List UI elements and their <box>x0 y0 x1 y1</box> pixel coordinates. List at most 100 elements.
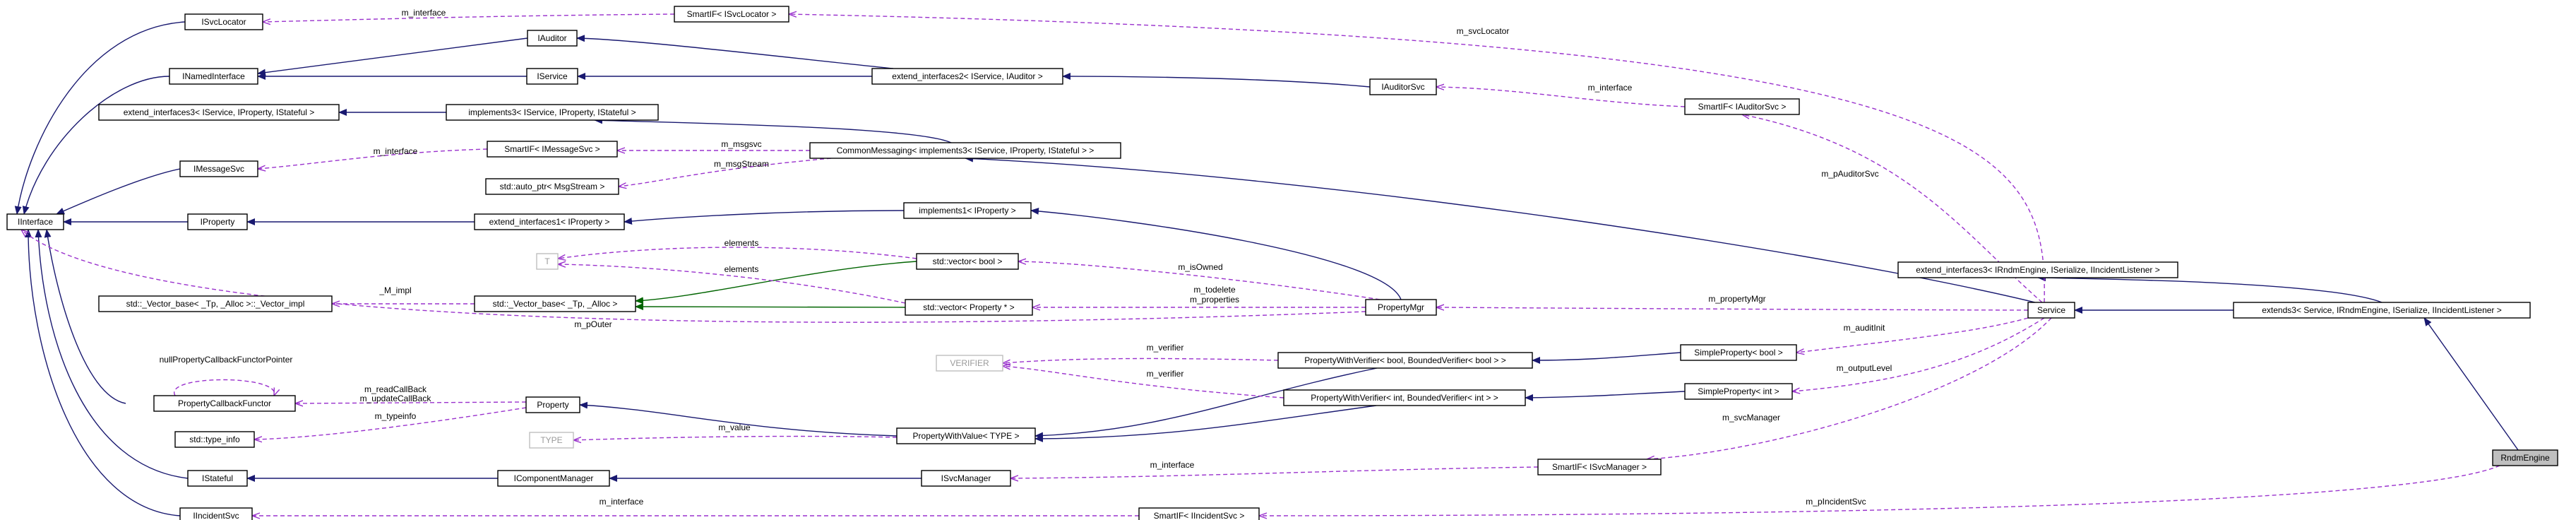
class-node-SmartIF_IMessageSvc[interactable]: SmartIF< IMessageSvc > <box>487 141 618 158</box>
edge-PropertyWithValue-to-TYPE <box>573 435 898 440</box>
class-node-ISvcLocator[interactable]: ISvcLocator <box>184 13 263 30</box>
class-node-extend_interfaces3_rndm[interactable]: extend_interfaces3< IRndmEngine, ISerial… <box>1897 261 2178 278</box>
class-node-IService[interactable]: IService <box>526 68 578 85</box>
edge-PWV_bool-to-PropertyWithValue <box>1034 367 1378 439</box>
class-node-box <box>1684 383 1793 400</box>
class-node-box <box>1897 261 2178 278</box>
class-node-IStateful[interactable]: IStateful <box>187 470 248 487</box>
class-node-label: extend_interfaces3< IService, IProperty,… <box>124 107 315 117</box>
class-node-box <box>474 295 636 312</box>
class-node-SmartIF_ISvcLocator[interactable]: SmartIF< ISvcLocator > <box>674 6 789 23</box>
class-node-Property[interactable]: Property <box>525 396 580 413</box>
class-node-PWV_int[interactable]: PropertyWithVerifier< int, BoundedVerifi… <box>1283 389 1526 406</box>
edge-SmartIF_IAuditorSvc-to-IAuditorSvc <box>1436 87 1686 107</box>
edge-label-l_msgsvc: m_msgsvc <box>721 139 761 149</box>
edge-RndmEngine-to-extends3 <box>2423 317 2519 451</box>
class-node-SimpleProperty_bool[interactable]: SimpleProperty< bool > <box>1680 344 1797 361</box>
class-node-IProperty[interactable]: IProperty <box>187 213 248 230</box>
edge-layer <box>14 13 2519 516</box>
edge-label-l_elements2: elements <box>724 264 759 274</box>
class-node-label: SimpleProperty< int > <box>1698 386 1779 396</box>
class-node-extend_interfaces3[interactable]: extend_interfaces3< IService, IProperty,… <box>98 104 340 121</box>
edge-ISvcLocator-to-IInterface <box>14 21 186 215</box>
edge-IIncidentSvc-to-IInterface <box>25 229 181 516</box>
class-node-IAuditorSvc[interactable]: IAuditorSvc <box>1369 78 1437 95</box>
class-node-TYPE[interactable]: TYPE <box>529 432 574 449</box>
class-node-PropertyMgr[interactable]: PropertyMgr <box>1365 299 1437 316</box>
class-node-CommonMessaging[interactable]: CommonMessaging< implements3< IService, … <box>809 142 1121 159</box>
edge-label-l_svcLocator: m_svcLocator <box>1457 26 1510 36</box>
class-node-box <box>936 355 1003 372</box>
class-node-label: IProperty <box>201 217 235 227</box>
edge-IAuditorSvc-to-extend_interfaces2 <box>1062 73 1371 88</box>
edge-PropertyCallbackFunctor-to-PropertyCallbackFunctor <box>174 379 275 396</box>
class-node-label: IAuditor <box>537 33 566 43</box>
edge-label-l_interface_svcmgr: m_interface <box>1150 460 1195 470</box>
class-node-box <box>921 470 1011 487</box>
edge-SmartIF_ISvcLocator-to-ISvcLocator <box>263 13 675 22</box>
class-node-IMessageSvc[interactable]: IMessageSvc <box>179 160 258 177</box>
class-node-PropertyWithValue[interactable]: PropertyWithValue< TYPE > <box>896 427 1036 444</box>
class-node-IAuditor[interactable]: IAuditor <box>527 30 578 47</box>
class-node-box <box>497 470 610 487</box>
class-node-PropertyCallbackFunctor[interactable]: PropertyCallbackFunctor <box>153 395 296 412</box>
edge-label-l_pAuditorSvc: m_pAuditorSvc <box>1821 169 1878 179</box>
class-node-vector_base[interactable]: std::_Vector_base< _Tp, _Alloc > <box>474 295 636 312</box>
class-node-auto_ptr[interactable]: std::auto_ptr< MsgStream > <box>485 178 619 195</box>
class-node-label: CommonMessaging< implements3< IService, … <box>837 146 1095 155</box>
class-node-box <box>809 142 1121 159</box>
class-node-extend_interfaces1[interactable]: extend_interfaces1< IProperty > <box>474 213 625 230</box>
class-node-vector_prop[interactable]: std::vector< Property * > <box>905 299 1033 316</box>
edge-PWV_int-to-PropertyWithValue <box>1034 405 1377 442</box>
class-node-vector_impl[interactable]: std::_Vector_base< _Tp, _Alloc >::_Vecto… <box>98 295 333 312</box>
edge-label-l_todelete: m_todelete <box>1193 285 1236 295</box>
class-node-IIncidentSvc[interactable]: IIncidentSvc <box>179 507 253 520</box>
class-node-box <box>2027 302 2075 319</box>
edge-Service-to-CommonMessaging <box>965 155 2036 303</box>
class-node-label: ISvcManager <box>941 473 991 483</box>
class-node-label: VERIFIER <box>950 358 989 368</box>
edge-PWV_bool-to-VERIFIER <box>1003 358 1279 363</box>
class-node-implements1[interactable]: implements1< IProperty > <box>903 202 1032 219</box>
class-node-box <box>1138 507 1260 520</box>
class-node-box <box>1680 344 1797 361</box>
class-node-label: std::vector< Property * > <box>923 302 1014 312</box>
edge-extends3-to-extend_interfaces3_rndm <box>2037 274 2383 303</box>
class-node-box <box>1365 299 1437 316</box>
class-node-label: std::_Vector_base< _Tp, _Alloc >::_Vecto… <box>126 299 305 309</box>
class-node-implements3[interactable]: implements3< IService, IProperty, IState… <box>446 104 659 121</box>
class-node-extend_interfaces2[interactable]: extend_interfaces2< IService, IAuditor > <box>871 68 1063 85</box>
class-node-extends3[interactable]: extends3< Service, IRndmEngine, ISeriali… <box>2233 302 2531 319</box>
class-node-IInterface[interactable]: IInterface <box>6 213 64 230</box>
class-node-label: SmartIF< ISvcLocator > <box>687 9 777 19</box>
class-node-type_info[interactable]: std::type_info <box>174 431 255 448</box>
edge-label-layer: m_interfacem_svcLocatorm_interfacem_pAud… <box>160 8 1892 507</box>
edge-label-l_msgStream: m_msgStream <box>714 159 769 169</box>
class-node-ISvcManager[interactable]: ISvcManager <box>921 470 1011 487</box>
class-node-vector_bool[interactable]: std::vector< bool > <box>916 253 1019 270</box>
edge-label-l_auditInit: m_auditInit <box>1844 323 1885 333</box>
class-node-box <box>98 104 340 121</box>
class-node-IComponentManager[interactable]: IComponentManager <box>497 470 610 487</box>
edge-vector_prop-to-T <box>558 264 906 304</box>
edge-vector_bool-to-T <box>558 247 917 259</box>
class-node-label: PropertyWithValue< TYPE > <box>913 431 1020 441</box>
class-node-label: RndmEngine <box>2500 453 2550 463</box>
class-node-SmartIF_IAuditorSvc[interactable]: SmartIF< IAuditorSvc > <box>1684 98 1800 115</box>
class-node-RndmEngine: RndmEngine <box>2492 449 2558 466</box>
class-node-box <box>674 6 789 23</box>
edge-PropertyMgr-to-implements1 <box>1030 207 1402 300</box>
class-node-T[interactable]: T <box>536 253 559 270</box>
class-node-SmartIF_IIncidentSvc[interactable]: SmartIF< IIncidentSvc > <box>1138 507 1260 520</box>
class-node-VERIFIER[interactable]: VERIFIER <box>936 355 1003 372</box>
class-node-box <box>526 68 578 85</box>
edge-label-l_outputLevel: m_outputLevel <box>1837 363 1892 373</box>
class-node-SmartIF_ISvcManager[interactable]: SmartIF< ISvcManager > <box>1537 459 1662 475</box>
class-node-PWV_bool[interactable]: PropertyWithVerifier< bool, BoundedVerif… <box>1277 352 1533 369</box>
class-node-INamedInterface[interactable]: INamedInterface <box>169 68 258 85</box>
edge-SmartIF_ISvcManager-to-ISvcManager <box>1010 466 1539 478</box>
class-node-SimpleProperty_int[interactable]: SimpleProperty< int > <box>1684 383 1793 400</box>
class-node-Service[interactable]: Service <box>2027 302 2075 319</box>
class-node-box <box>187 213 248 230</box>
edge-vector_bool-to-vector_base <box>635 261 917 305</box>
